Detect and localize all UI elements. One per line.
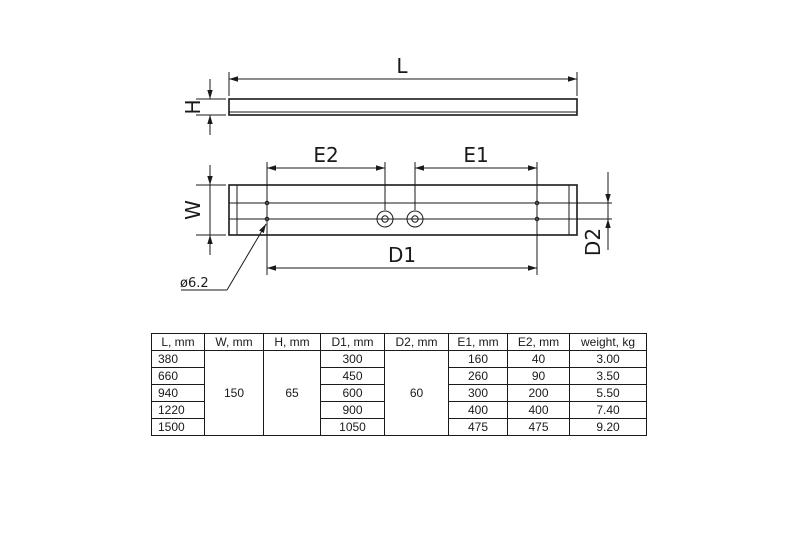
- height-label: H: [181, 99, 205, 114]
- column-header: weight, kg: [569, 333, 647, 351]
- column-header: D1, mm: [320, 333, 385, 351]
- column-header: E2, mm: [507, 333, 570, 351]
- e2-cell: 200: [507, 384, 570, 402]
- diameter-leader: [181, 223, 267, 291]
- table-header-row: L, mm W, mm H, mm D1, mm D2, mm E1, mm E…: [151, 333, 647, 351]
- column-header: D2, mm: [384, 333, 449, 351]
- hole-diameter-label: ø6.2: [180, 276, 209, 291]
- column-header: L, mm: [151, 333, 205, 351]
- mounting-hole-right: [406, 210, 424, 228]
- d1-cell: 1050: [320, 418, 385, 436]
- technical-drawing: L H W E2 E1 D1 D2 ø6.2: [180, 54, 612, 291]
- d1-cell: 450: [320, 367, 385, 385]
- specification-table: L, mm W, mm H, mm D1, mm D2, mm E1, mm E…: [151, 333, 647, 436]
- width-label: W: [181, 200, 205, 220]
- e1-cell: 400: [448, 401, 508, 419]
- e2-cell: 40: [507, 350, 570, 368]
- width-cell: 150: [204, 350, 264, 436]
- e1-cell: 300: [448, 384, 508, 402]
- e2-cell: 90: [507, 367, 570, 385]
- e2-cell: 400: [507, 401, 570, 419]
- length-cell: 1220: [151, 401, 205, 419]
- table-row: 1500 1050 475 475 9.20: [151, 418, 647, 436]
- d1-label: D1: [388, 243, 416, 267]
- side-view-bar: [228, 98, 578, 116]
- e1-label: E1: [463, 143, 488, 167]
- e1-cell: 260: [448, 367, 508, 385]
- table-row: 940 600 300 200 5.50: [151, 384, 647, 402]
- e1-cell: 160: [448, 350, 508, 368]
- column-header: E1, mm: [448, 333, 508, 351]
- weight-cell: 3.50: [569, 367, 647, 385]
- table-row: 1220 900 400 400 7.40: [151, 401, 647, 419]
- length-dimension: [228, 72, 578, 96]
- length-cell: 1500: [151, 418, 205, 436]
- e2-cell: 475: [507, 418, 570, 436]
- weight-cell: 9.20: [569, 418, 647, 436]
- weight-cell: 7.40: [569, 401, 647, 419]
- weight-cell: 5.50: [569, 384, 647, 402]
- height-cell: 65: [263, 350, 321, 436]
- length-cell: 380: [151, 350, 205, 368]
- width-dimension: [196, 165, 226, 255]
- d2-label: D2: [581, 228, 605, 256]
- d1-cell: 600: [320, 384, 385, 402]
- d1-cell: 900: [320, 401, 385, 419]
- column-header: H, mm: [263, 333, 321, 351]
- weight-cell: 3.00: [569, 350, 647, 368]
- d2-cell: 60: [384, 350, 449, 436]
- length-label: L: [396, 54, 408, 78]
- mounting-hole-left: [376, 210, 394, 228]
- height-dimension: [196, 79, 226, 135]
- small-hole-markers: [264, 200, 540, 222]
- column-header: W, mm: [204, 333, 264, 351]
- length-cell: 940: [151, 384, 205, 402]
- d1-cell: 300: [320, 350, 385, 368]
- table-row: 660 450 260 90 3.50: [151, 367, 647, 385]
- e1-cell: 475: [448, 418, 508, 436]
- e2-label: E2: [313, 143, 338, 167]
- plan-view-bar: [228, 184, 612, 236]
- table-row: 380 150 65 300 60 160 40 3.00: [151, 350, 647, 436]
- length-cell: 660: [151, 367, 205, 385]
